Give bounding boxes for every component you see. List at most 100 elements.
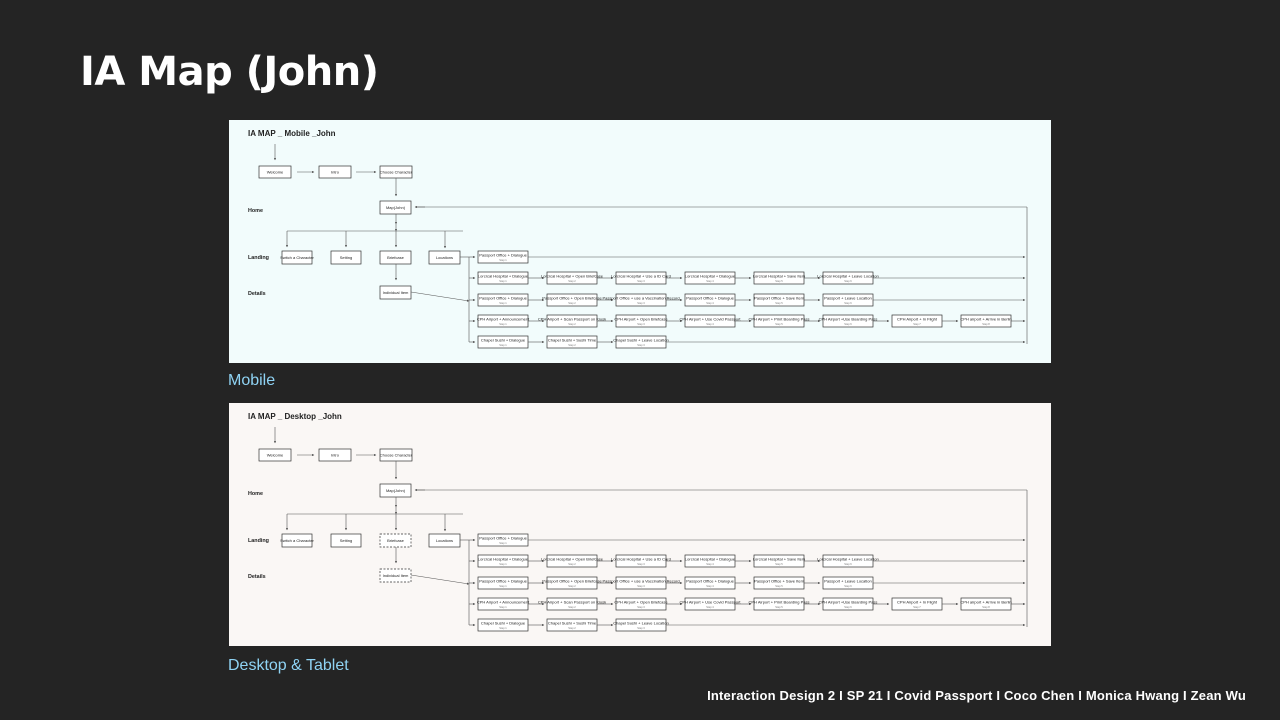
story-node-r4-c7-step: Step 7 xyxy=(913,322,921,326)
story-node-r1-c1-step: Step 1 xyxy=(499,541,507,545)
story-node-r2-c3-step: Step 3 xyxy=(637,279,645,283)
story-node-r3-c4-step: Step 4 xyxy=(706,301,714,305)
node-map-label: Map(John) xyxy=(386,488,406,493)
story-node-r5-c3-step: Step 3 xyxy=(637,343,645,347)
node-welcome-label: Welcome xyxy=(267,170,284,175)
story-node-r3-c3-label: Passport Office + use a Vaccination Reco… xyxy=(602,296,679,301)
story-node-r4-c5-label: CPH Airport + Print Boarding Pass xyxy=(748,600,809,605)
node-individual-item-label: Individual Item xyxy=(383,290,409,295)
story-node-r3-c4-step: Step 4 xyxy=(706,584,714,588)
story-node-r2-c1-label: Lorcrcal Hospital + Dialogue xyxy=(478,557,529,562)
node-setting-label: Setting xyxy=(340,255,352,260)
ia-map-diagram: IA MAP _ Mobile _JohnHomeLandingDetailsW… xyxy=(229,120,1051,363)
story-node-r1-c1-label: Passport Office + Dialogue xyxy=(479,536,527,541)
story-node-r5-c2-step: Step 2 xyxy=(568,626,576,630)
story-node-r4-c5-step: Step 5 xyxy=(775,605,783,609)
node-intro-label: Intro xyxy=(331,170,340,175)
story-node-r5-c2-label: Chapel Sushi + Sushi Time xyxy=(548,621,597,626)
node-switch-character: Switch a Character xyxy=(280,533,315,548)
story-node-r3-c5-label: Passport Office + Save Item xyxy=(754,579,805,584)
story-node-r5-c1-label: Chapel Sushi + Dialogue xyxy=(481,338,526,343)
story-node-r2-c3-step: Step 3 xyxy=(637,562,645,566)
story-node-r3-c2-step: Step 2 xyxy=(568,584,576,588)
story-node-r4-c2-step: Step 2 xyxy=(568,605,576,609)
story-node-r4-c8-label: CPH airport + Arrive in Berlin xyxy=(960,600,1011,605)
story-node-r2-c2-step: Step 2 xyxy=(568,279,576,283)
story-node-r4-c6-label: CPH Airport +Use Boarding Pass xyxy=(819,600,878,605)
node-choose-character: Choose Character xyxy=(379,448,413,462)
node-setting: Setting xyxy=(330,533,362,548)
story-node-r4-c2: CPH Airport + Scan Passport on KioskStep… xyxy=(538,597,606,611)
story-node-r4-c2: CPH Airport + Scan Passport on KioskStep… xyxy=(538,314,606,328)
story-node-r4-c5-step: Step 5 xyxy=(775,322,783,326)
row-label-landing: Landing xyxy=(248,255,269,261)
story-node-r5-c1-step: Step 1 xyxy=(499,343,507,347)
node-individual-item: Individual Item xyxy=(379,568,412,583)
node-intro: Intro xyxy=(318,165,352,179)
story-node-r2-c5-step: Step 5 xyxy=(775,279,783,283)
story-node-r3-c3-step: Step 3 xyxy=(637,584,645,588)
story-node-r3-c1-step: Step 1 xyxy=(499,584,507,588)
story-node-r2-c6-step: Step 6 xyxy=(844,279,852,283)
node-welcome-label: Welcome xyxy=(267,453,284,458)
map-heading: IA MAP _ Desktop _John xyxy=(248,412,342,421)
story-node-r4-c8-step: Step 8 xyxy=(982,322,990,326)
row-label-landing: Landing xyxy=(248,538,269,544)
story-node-r2-c3-label: Lorcrcal Hospital + Use a ID Card xyxy=(611,274,671,279)
node-switch-character: Switch a Character xyxy=(280,250,315,265)
story-node-r5-c1-step: Step 1 xyxy=(499,626,507,630)
node-setting: Setting xyxy=(330,250,362,265)
story-node-r4-c4-step: Step 4 xyxy=(706,322,714,326)
story-node-r2-c5-step: Step 5 xyxy=(775,562,783,566)
story-node-r1-c1-step: Step 1 xyxy=(499,258,507,262)
node-choose-character-label: Choose Character xyxy=(380,170,413,175)
story-node-r2-c3-label: Lorcrcal Hospital + Use a ID Card xyxy=(611,557,671,562)
story-node-r3-c2-label: Passport Office + Open Briefcase xyxy=(542,579,602,584)
story-node-r4-c1-label: CPH Airport + Announcement xyxy=(477,317,530,322)
node-briefcase: Briefcase xyxy=(379,533,412,548)
story-node-r3-c5-step: Step 5 xyxy=(775,301,783,305)
node-switch-character-label: Switch a Character xyxy=(280,255,314,260)
node-map-label: Map(John) xyxy=(386,205,406,210)
map-heading: IA MAP _ Mobile _John xyxy=(248,129,336,138)
story-node-r3-c1-step: Step 1 xyxy=(499,301,507,305)
story-node-r3-c1-label: Passport Office + Dialogue xyxy=(479,296,527,301)
story-node-r4-c2-step: Step 2 xyxy=(568,322,576,326)
story-node-r4-c8-label: CPH airport + Arrive in Berlin xyxy=(960,317,1011,322)
story-node-r2-c5-label: Lorcrcal Hospital + Save Item xyxy=(753,274,806,279)
story-node-r2-c2-label: Lorcrcal Hospital + Open Briefcase xyxy=(541,557,604,562)
node-individual-item-label: Individual Item xyxy=(383,573,409,578)
item-to-story-arrow xyxy=(410,574,470,585)
story-node-r4-c5-label: CPH Airport + Print Boarding Pass xyxy=(748,317,809,322)
story-node-r3-c5-step: Step 5 xyxy=(775,584,783,588)
node-intro-label: Intro xyxy=(331,453,340,458)
node-briefcase-label: Briefcase xyxy=(387,255,404,260)
node-locations-label: Locations xyxy=(436,255,453,260)
node-briefcase: Briefcase xyxy=(379,250,412,265)
